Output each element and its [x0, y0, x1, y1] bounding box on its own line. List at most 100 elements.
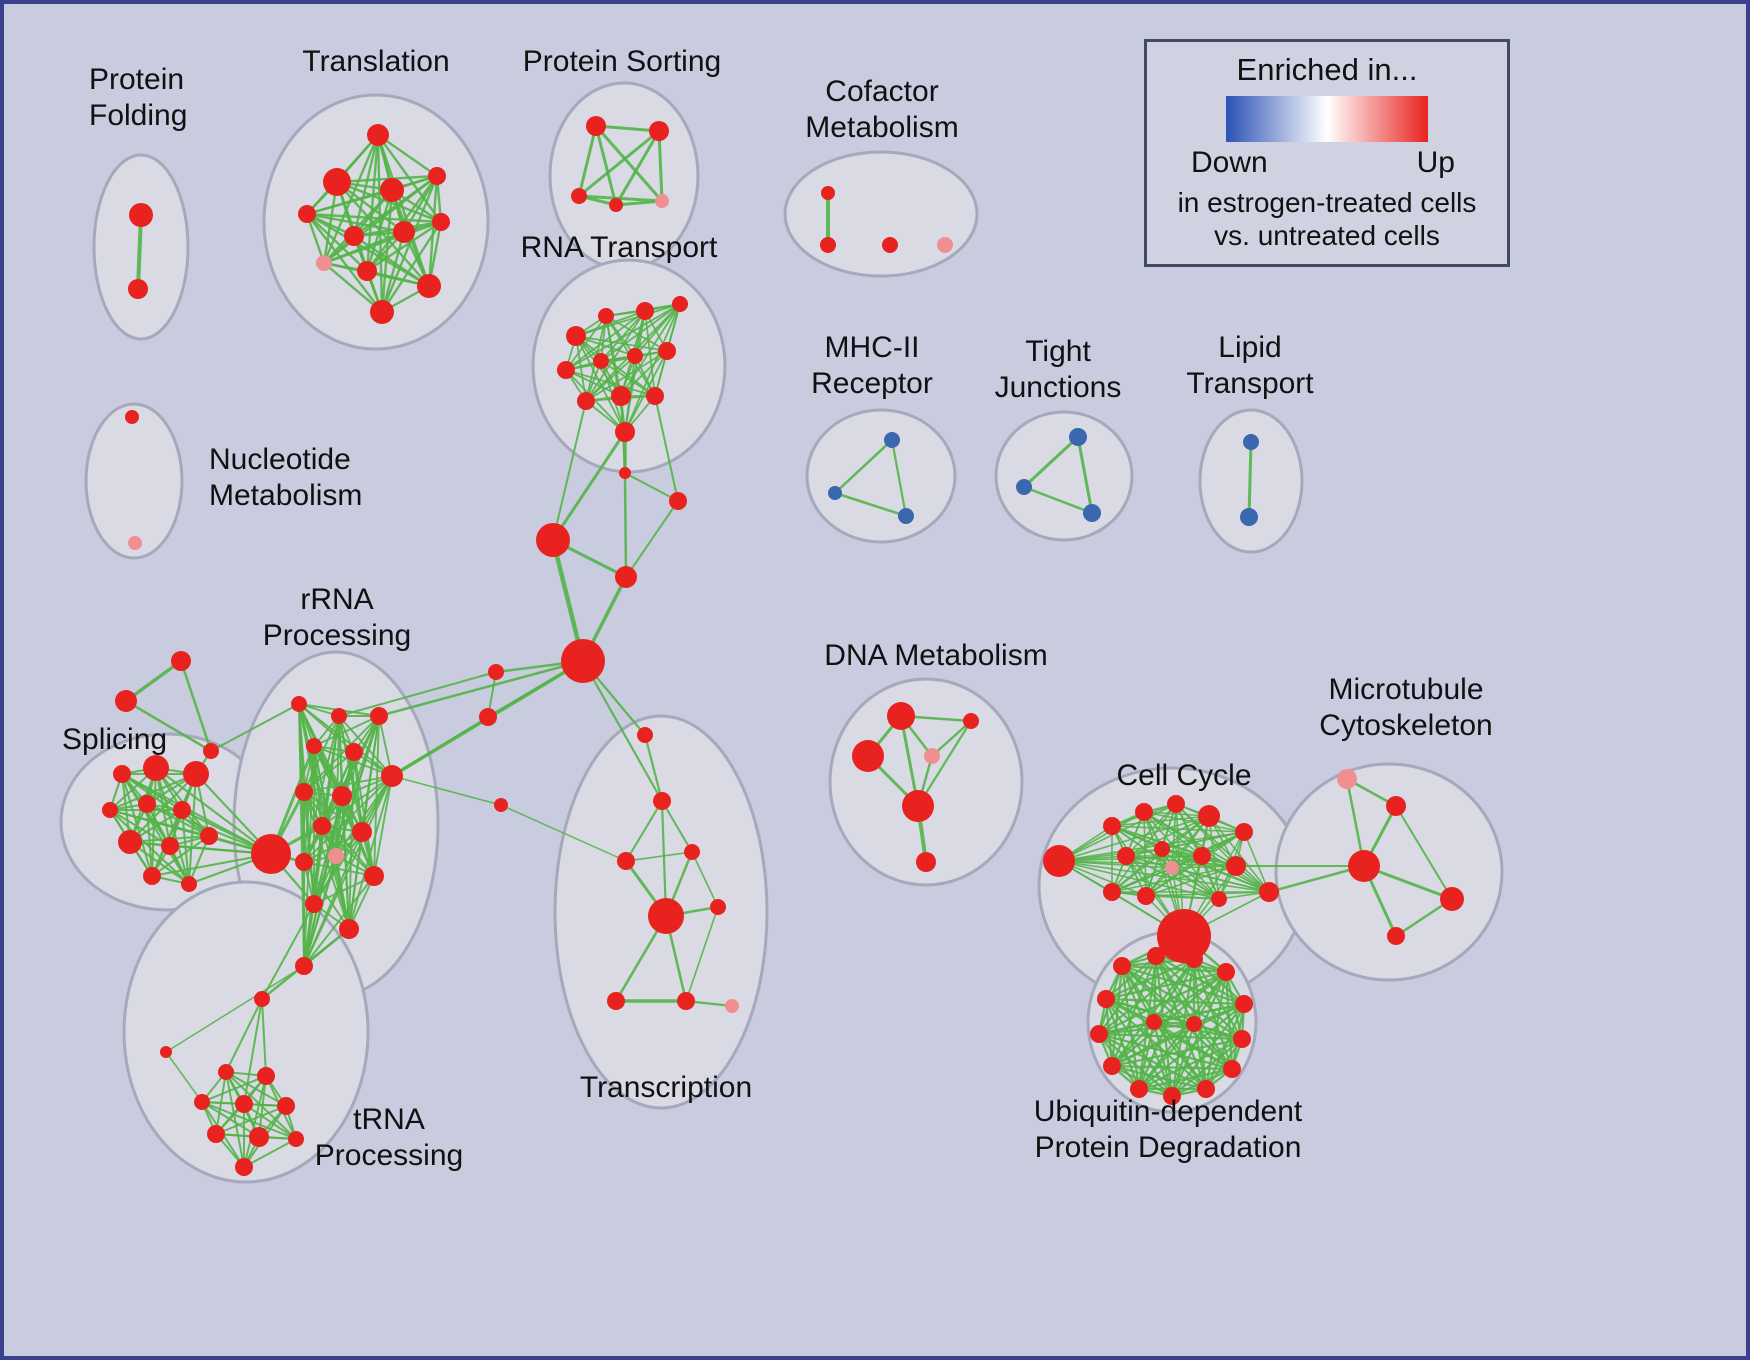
translation-node — [316, 255, 332, 271]
edge — [165, 1051, 203, 1103]
rrna-processing-node — [370, 707, 388, 725]
edge — [575, 335, 626, 433]
transcription-node — [607, 992, 625, 1010]
edge — [120, 772, 191, 886]
translation-node — [344, 226, 364, 246]
protein-sorting-node — [649, 121, 669, 141]
edge — [1152, 1002, 1246, 1024]
splicing-node — [118, 830, 142, 854]
protein-sorting-ellipse — [548, 81, 700, 271]
translation-node — [357, 261, 377, 281]
edge — [391, 716, 489, 777]
cell-cycle-node — [1165, 861, 1179, 875]
ubiquitin-node — [1090, 1025, 1108, 1043]
edge — [1243, 831, 1270, 893]
cell-cycle-node — [1167, 795, 1185, 813]
rrna-processing-node — [291, 696, 307, 712]
edge — [1104, 997, 1174, 1098]
edge — [303, 855, 337, 967]
transcription-node — [617, 852, 635, 870]
edge — [210, 703, 300, 752]
cell-cycle-node — [1226, 856, 1246, 876]
edge — [365, 220, 443, 273]
edge — [1145, 831, 1245, 897]
transcription-node — [710, 899, 726, 915]
connectors-node — [494, 798, 508, 812]
ubiquitin-node — [1113, 957, 1131, 975]
edge — [1171, 865, 1237, 869]
edge — [585, 310, 646, 402]
edge — [624, 303, 681, 433]
edge — [1110, 1022, 1196, 1068]
edge — [833, 438, 894, 495]
edge — [657, 129, 664, 203]
edge — [1208, 815, 1220, 900]
edge — [605, 315, 668, 352]
cofactor-metabolism-node — [821, 186, 835, 200]
ubiquitin-node — [1130, 1080, 1148, 1098]
rna-transport-node — [615, 422, 635, 442]
lipid-transport-node — [1243, 434, 1259, 450]
edge — [365, 188, 394, 273]
edge — [660, 799, 668, 918]
edge — [1104, 970, 1228, 1001]
edge — [322, 174, 439, 265]
cell-cycle-node — [1211, 891, 1227, 907]
ubiquitin-node — [1223, 1060, 1241, 1078]
protein-sorting-node — [571, 188, 587, 204]
edge — [1152, 1020, 1208, 1091]
edge — [585, 350, 668, 402]
edge — [565, 369, 656, 397]
rrna-processing-node — [345, 743, 363, 761]
edge — [1145, 865, 1237, 897]
rrna-processing-node — [306, 738, 322, 754]
connectors-node — [615, 566, 637, 588]
microtubule-ellipse — [1274, 762, 1504, 982]
cofactor-metabolism-node — [937, 237, 953, 253]
translation-node — [323, 168, 351, 196]
edge — [187, 772, 198, 886]
connectors-node — [115, 690, 137, 712]
tight-junctions-node — [1069, 428, 1087, 446]
edge — [577, 124, 598, 198]
trna-processing-node — [235, 1158, 253, 1176]
translation-node — [298, 205, 316, 223]
rrna-processing-node — [352, 822, 372, 842]
rna-transport-node — [627, 348, 643, 364]
legend-title: Enriched in... — [1236, 52, 1418, 87]
edge — [376, 133, 439, 178]
trna-processing-node — [194, 1094, 210, 1110]
cell-cycle-node — [1137, 887, 1155, 905]
edge — [643, 733, 664, 803]
edge — [225, 1071, 245, 1168]
connectors-node — [488, 664, 504, 680]
trna-processing-node — [257, 1067, 275, 1085]
edge — [376, 133, 384, 314]
edge — [261, 998, 267, 1077]
splicing-node — [138, 795, 156, 813]
edge — [1110, 954, 1158, 1068]
edge — [215, 1105, 287, 1135]
edge — [1022, 485, 1094, 515]
edge — [303, 831, 363, 967]
edge — [427, 174, 439, 288]
edge — [575, 303, 681, 337]
edge — [303, 775, 393, 793]
ubiquitin-node — [1146, 1014, 1162, 1030]
edge — [136, 213, 143, 291]
microtubule-node — [1386, 796, 1406, 816]
microtubule-node — [1348, 850, 1380, 882]
edge — [321, 775, 393, 827]
edge — [303, 831, 363, 863]
mhc-receptor-node — [898, 508, 914, 524]
dna-metabolism-node — [924, 748, 940, 764]
microtubule-node — [1337, 769, 1357, 789]
edge — [625, 800, 663, 862]
edge — [1110, 1064, 1234, 1071]
rrna-processing-node — [364, 866, 384, 886]
ubiquitin-node — [1185, 950, 1203, 968]
edge — [303, 861, 375, 877]
rna-transport-node — [646, 387, 664, 405]
edge — [565, 303, 681, 371]
